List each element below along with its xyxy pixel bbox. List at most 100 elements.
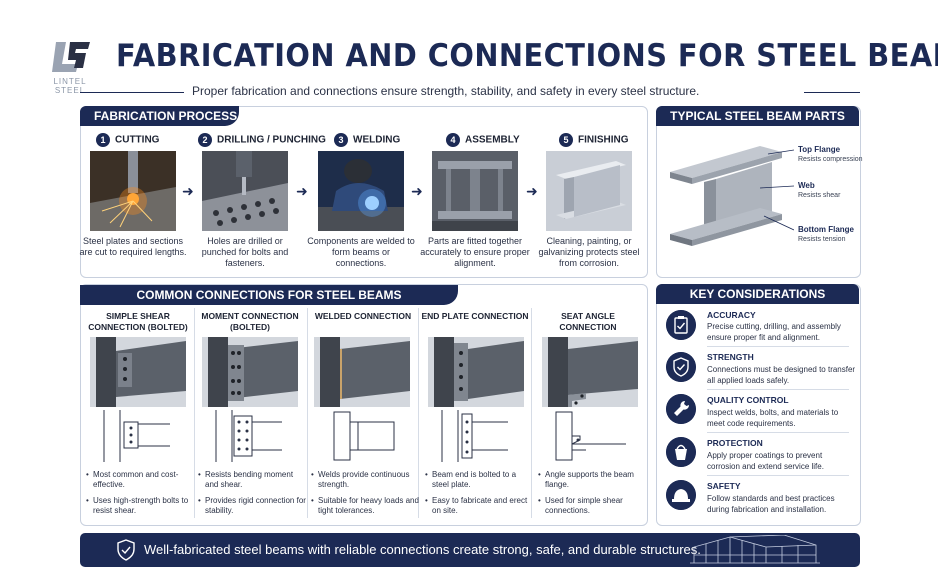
column-divider [531, 308, 532, 518]
step-number: 4 [446, 133, 460, 147]
paint-bucket-icon [666, 437, 696, 467]
shield-check-icon [666, 352, 696, 382]
bullet-item: Provides rigid connection for stability. [198, 496, 308, 516]
bullet-item: Angle supports the beam flange. [538, 470, 648, 490]
process-arrow-icon: ➜ [411, 183, 423, 199]
bullet-item: Beam end is bolted to a steel plate. [425, 470, 535, 490]
top-flange-label: Top Flange [798, 145, 841, 154]
page-subtitle: Proper fabrication and connections ensur… [192, 84, 700, 98]
seat-angle-drawing [555, 411, 626, 461]
end-plate-photo [428, 337, 524, 407]
bullet-item: Used for simple shear connections. [538, 496, 648, 516]
step-finishing-heading: 5 FINISHING [559, 133, 629, 149]
simple-shear-bullets: Most common and cost-effective. Uses hig… [86, 470, 196, 522]
quality-control-desc: Inspect welds, bolts, and materials to m… [707, 408, 839, 428]
column-divider [418, 308, 419, 518]
welded-title: WELDED CONNECTION [314, 311, 412, 321]
fabrication-heading: FABRICATION PROCESS [80, 106, 239, 126]
step-title: CUTTING [115, 134, 160, 146]
moment-drawing [215, 410, 282, 462]
process-arrow-icon: ➜ [526, 183, 538, 199]
welded-drawing [333, 411, 395, 461]
lintel-steel-logo-mark [52, 42, 90, 72]
footer-text: Well-fabricated steel beams with reliabl… [144, 542, 701, 557]
divider [707, 432, 849, 433]
bullet-item: Welds provide continuous strength. [311, 470, 421, 490]
safety-desc: Follow standards and best practices duri… [707, 494, 835, 514]
divider [707, 389, 849, 390]
step-assembly-desc: Parts are fitted together accurately to … [420, 236, 530, 268]
company-logo: LINTEL STEEL [38, 40, 102, 95]
i-beam-illustration [670, 146, 794, 246]
web-label: Web [798, 181, 815, 190]
divider [707, 346, 849, 347]
welding-photo [318, 151, 404, 231]
step-cutting-heading: 1 CUTTING [96, 133, 159, 149]
step-number: 1 [96, 133, 110, 147]
protection-desc: Apply proper coatings to prevent corrosi… [707, 451, 824, 471]
step-title: WELDING [353, 134, 401, 146]
step-cutting-desc: Steel plates and sections are cut to req… [79, 236, 187, 257]
wrench-icon [666, 394, 696, 424]
bullet-item: Resists bending moment and shear. [198, 470, 308, 490]
step-welding-heading: 3 WELDING [334, 133, 400, 149]
moment-photo [202, 337, 298, 407]
bullet-item: Easy to fabricate and erect on site. [425, 496, 535, 516]
process-arrow-icon: ➜ [296, 183, 308, 199]
step-drilling-heading: 2 DRILLING / PUNCHING [198, 133, 326, 149]
step-number: 2 [198, 133, 212, 147]
end-plate-bullets: Beam end is bolted to a steel plate. Eas… [425, 470, 535, 522]
moment-bullets: Resists bending moment and shear. Provid… [198, 470, 308, 522]
quality-control-title: QUALITY CONTROL [707, 395, 789, 405]
seat-angle-bullets: Angle supports the beam flange. Used for… [538, 470, 648, 522]
bottom-flange-sub: Resists tension [798, 236, 846, 243]
safety-title: SAFETY [707, 481, 741, 491]
moment-title: MOMENT CONNECTION (BOLTED) [201, 311, 299, 332]
step-drilling-desc: Holes are drilled or punched for bolts a… [201, 236, 289, 268]
web-sub: Resists shear [798, 192, 841, 199]
column-divider [194, 308, 195, 518]
simple-shear-drawing [103, 410, 170, 462]
step-welding-desc: Components are welded to form beams or c… [307, 236, 415, 268]
cutting-photo [90, 151, 176, 231]
drilling-photo [202, 151, 288, 231]
beam-parts-heading: TYPICAL STEEL BEAM PARTS [656, 106, 859, 126]
subtitle-rule-left [80, 92, 184, 93]
step-number: 5 [559, 133, 573, 147]
top-flange-sub: Resists compression [798, 156, 863, 163]
hard-hat-icon [666, 480, 696, 510]
bullet-item: Suitable for heavy loads and tight toler… [311, 496, 421, 516]
end-plate-drawing [441, 410, 508, 462]
strength-title: STRENGTH [707, 352, 754, 362]
welded-photo [314, 337, 410, 407]
subtitle-rule-right [804, 92, 860, 93]
protection-title: PROTECTION [707, 438, 763, 448]
page-title: FABRICATION AND CONNECTIONS FOR STEEL BE… [116, 38, 938, 74]
step-number: 3 [334, 133, 348, 147]
bottom-flange-label: Bottom Flange [798, 225, 854, 234]
accuracy-desc: Precise cutting, drilling, and assembly … [707, 322, 841, 342]
steel-frame-building-icon [690, 535, 820, 564]
accuracy-title: ACCURACY [707, 310, 756, 320]
simple-shear-title: SIMPLE SHEAR CONNECTION (BOLTED) [88, 311, 188, 332]
simple-shear-photo [90, 337, 186, 407]
footer-banner: Well-fabricated steel beams with reliabl… [80, 533, 860, 567]
connections-heading: COMMON CONNECTIONS FOR STEEL BEAMS [80, 285, 458, 305]
column-divider [307, 308, 308, 518]
welded-bullets: Welds provide continuous strength. Suita… [311, 470, 421, 522]
seat-angle-title: SEAT ANGLE CONNECTION [559, 311, 617, 332]
process-arrow-icon: ➜ [182, 183, 194, 199]
clipboard-check-icon [666, 310, 696, 340]
end-plate-title: END PLATE CONNECTION [421, 311, 529, 321]
bullet-item: Most common and cost-effective. [86, 470, 196, 490]
subtitle-row: Proper fabrication and connections ensur… [80, 84, 860, 100]
assembly-photo [432, 151, 518, 231]
step-title: FINISHING [578, 134, 629, 146]
step-title: DRILLING / PUNCHING [217, 134, 326, 146]
key-considerations-heading: KEY CONSIDERATIONS [656, 284, 859, 304]
bullet-item: Uses high-strength bolts to resist shear… [86, 496, 196, 516]
logo-text: LINTEL STEEL [53, 77, 87, 95]
seat-angle-photo [542, 337, 638, 407]
strength-desc: Connections must be designed to transfer… [707, 365, 856, 385]
